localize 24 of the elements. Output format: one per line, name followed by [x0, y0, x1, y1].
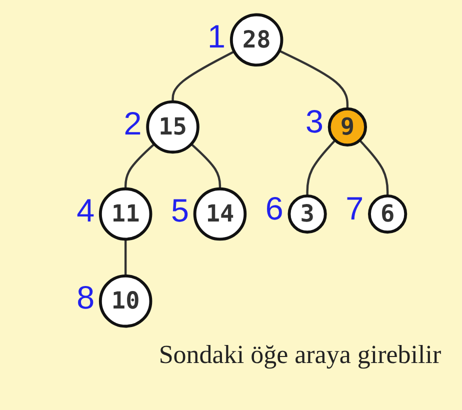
index-number: 3	[306, 102, 324, 139]
node-circle: 15	[146, 100, 200, 154]
connector	[190, 142, 222, 188]
index-number: 2	[124, 105, 142, 142]
connector	[358, 139, 389, 196]
connector	[124, 142, 156, 188]
node-circle: 10	[98, 274, 152, 328]
index-number: 7	[346, 190, 364, 226]
node-circle: 9	[328, 106, 367, 146]
connector	[172, 50, 235, 102]
index-number: 6	[265, 190, 284, 226]
connector	[124, 238, 127, 276]
index-number: 8	[76, 279, 95, 316]
connector	[278, 49, 349, 108]
node-circle: 11	[98, 186, 152, 240]
connector	[306, 139, 336, 196]
node-circle: 28	[230, 12, 284, 66]
index-number: 4	[76, 192, 95, 228]
node-circle: 3	[288, 194, 327, 234]
index-number: 1	[208, 18, 226, 54]
node-circle: 14	[193, 186, 247, 240]
caption: Sondaki öğe araya girebilir	[158, 340, 442, 370]
node-circle: 6	[368, 194, 408, 234]
index-number: 5	[170, 192, 189, 228]
